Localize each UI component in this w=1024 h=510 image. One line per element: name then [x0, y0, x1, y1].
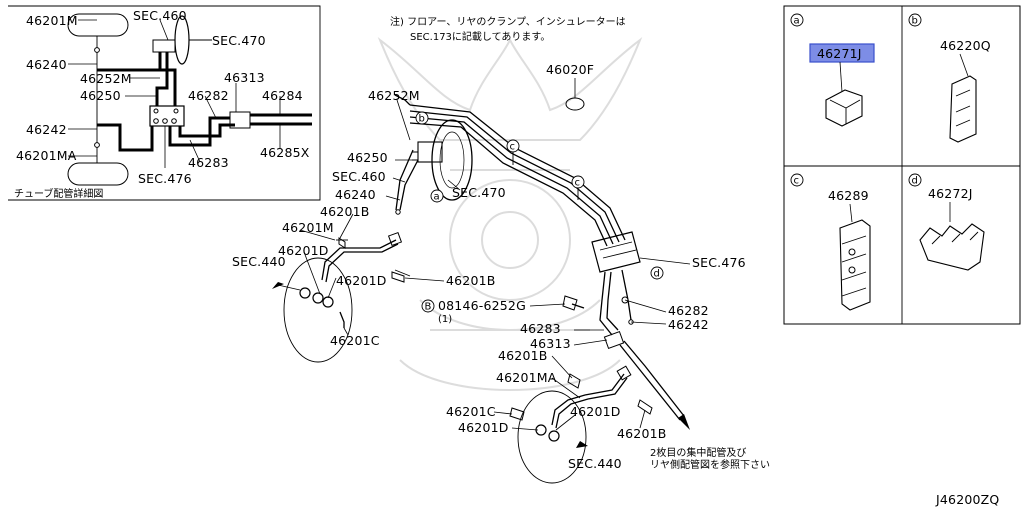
main-diagram: 46020F: [232, 62, 770, 484]
cell-d-callout-icon: [908, 173, 922, 187]
parts-cell-a[interactable]: a 46271J: [790, 13, 875, 127]
cell-c-callout: c: [794, 176, 800, 187]
label-46201D-b: 46201D: [336, 273, 387, 288]
label-46283: 46283: [188, 155, 229, 170]
label-46250: 46250: [80, 88, 121, 103]
cell-a-callout-icon: [790, 13, 804, 27]
cell-b-callout-icon: [908, 13, 922, 27]
callout-bolt-label: B: [425, 302, 432, 313]
label-46282: 46282: [188, 88, 229, 103]
part-46220Q-label[interactable]: 46220Q: [940, 38, 991, 53]
label-46201D-a: 46201D: [278, 243, 329, 258]
label-46282: 46282: [668, 303, 709, 318]
label-46284: 46284: [262, 88, 303, 103]
part-46272J-label[interactable]: 46272J: [928, 186, 973, 201]
grommet-icon: [565, 97, 585, 111]
label-46201D-d: 46201D: [570, 404, 621, 419]
parts-cell-b[interactable]: b 46220Q: [908, 13, 991, 143]
label-46313: 46313: [224, 70, 265, 85]
callout-b-icon: [415, 111, 429, 125]
actuator-icon: [149, 105, 185, 127]
label-46201B-a: 46201B: [320, 204, 370, 219]
callout-a-icon: [430, 189, 444, 203]
rear-tire-icon: [67, 162, 129, 186]
label-46240: 46240: [335, 187, 376, 202]
callout-a-label: a: [434, 192, 440, 203]
label-46250: 46250: [347, 150, 388, 165]
cell-a-callout: a: [794, 16, 800, 27]
rear-disc-icon: [517, 390, 587, 484]
label-46020F: 46020F: [546, 62, 594, 77]
label-sec460: SEC.460: [332, 169, 386, 184]
label-46201B-c: 46201B: [498, 348, 548, 363]
label-46201M: 46201M: [282, 220, 334, 235]
parts-cell-d[interactable]: d 46272J: [908, 173, 985, 271]
selected-part-highlight: [809, 43, 875, 63]
callout-c-icon: [506, 139, 520, 153]
label-46201B-d: 46201B: [617, 426, 667, 441]
label-46201MA: 46201MA: [496, 370, 557, 385]
master-cylinder-icon: [152, 39, 176, 53]
part-46289-label[interactable]: 46289: [828, 188, 869, 203]
parts-cell-c[interactable]: c 46289: [790, 173, 871, 311]
note-line1: 注) フロアー、リヤのクランプ、インシュレーターは: [390, 15, 626, 28]
cell-b-callout: b: [912, 16, 918, 27]
label-46242: 46242: [26, 122, 67, 137]
label-sec440-a: SEC.440: [232, 254, 286, 269]
label-46201C-a: 46201C: [330, 333, 380, 348]
label-46201MA: 46201MA: [16, 148, 77, 163]
label-bolt-qty: (1): [438, 314, 452, 325]
label-46240: 46240: [26, 57, 67, 72]
inset-detail: SEC.460 SEC.470 46201M 46240 46252M 4625…: [8, 5, 321, 201]
cell-d-callout: d: [912, 176, 918, 187]
callout-bolt-icon: [421, 299, 435, 313]
proportioning-valve-icon: [229, 111, 251, 129]
parts-table: a 46271J b 46220Q c 46289: [783, 5, 1021, 325]
callout-c2-label: c: [575, 178, 581, 189]
label-sec470: SEC.470: [452, 185, 506, 200]
label-46201M: 46201M: [26, 13, 78, 28]
inset-caption: チューブ配管詳細図: [14, 187, 103, 200]
front-disc-icon: [283, 257, 353, 363]
clamp-46289-icon: [839, 219, 871, 311]
front-tire-icon: [67, 13, 129, 37]
label-46313: 46313: [530, 336, 571, 351]
watermark-emblem: [377, 37, 643, 391]
label-46201D-c: 46201D: [458, 420, 509, 435]
clamp-46272J-icon: [919, 223, 985, 271]
label-bolt: 08146-6252G: [438, 298, 526, 313]
brake-booster-icon: [431, 119, 473, 201]
label-46285X: 46285X: [260, 145, 310, 160]
abs-actuator-icon: [591, 231, 641, 273]
label-sec440-b: SEC.440: [568, 456, 622, 471]
label-sec470: SEC.470: [212, 33, 266, 48]
cell-c-callout-icon: [790, 173, 804, 187]
inset-border: [8, 5, 321, 201]
label-46252M: 46252M: [368, 88, 420, 103]
label-ref-line2: リヤ側配管図を参照下さい: [650, 458, 770, 471]
part-46271J-label[interactable]: 46271J: [817, 46, 862, 61]
label-46252M: 46252M: [80, 71, 132, 86]
callout-c2-icon: [571, 175, 585, 189]
label-sec476: SEC.476: [138, 171, 192, 186]
label-46242: 46242: [668, 317, 709, 332]
note-line2: SEC.173に記載してあります。: [410, 30, 550, 43]
label-sec476: SEC.476: [692, 255, 746, 270]
clamp-46271J-icon: [825, 89, 863, 127]
clip-46220Q-icon: [949, 75, 977, 143]
callout-b-label: b: [419, 114, 425, 125]
label-46283: 46283: [520, 321, 561, 336]
callout-d-label: d: [654, 269, 660, 280]
valve-46313-icon: [603, 330, 625, 350]
label-sec460: SEC.460: [133, 8, 187, 23]
booster-icon: [174, 15, 190, 65]
callout-c-label: c: [510, 142, 516, 153]
label-46201C-b: 46201C: [446, 404, 496, 419]
master-cylinder-icon: [417, 141, 443, 163]
label-ref-line1: 2枚目の集中配管及び: [650, 446, 746, 459]
diagram-code: J46200ZQ: [935, 492, 999, 507]
label-46201B-b: 46201B: [446, 273, 496, 288]
callout-d-icon: [650, 266, 664, 280]
